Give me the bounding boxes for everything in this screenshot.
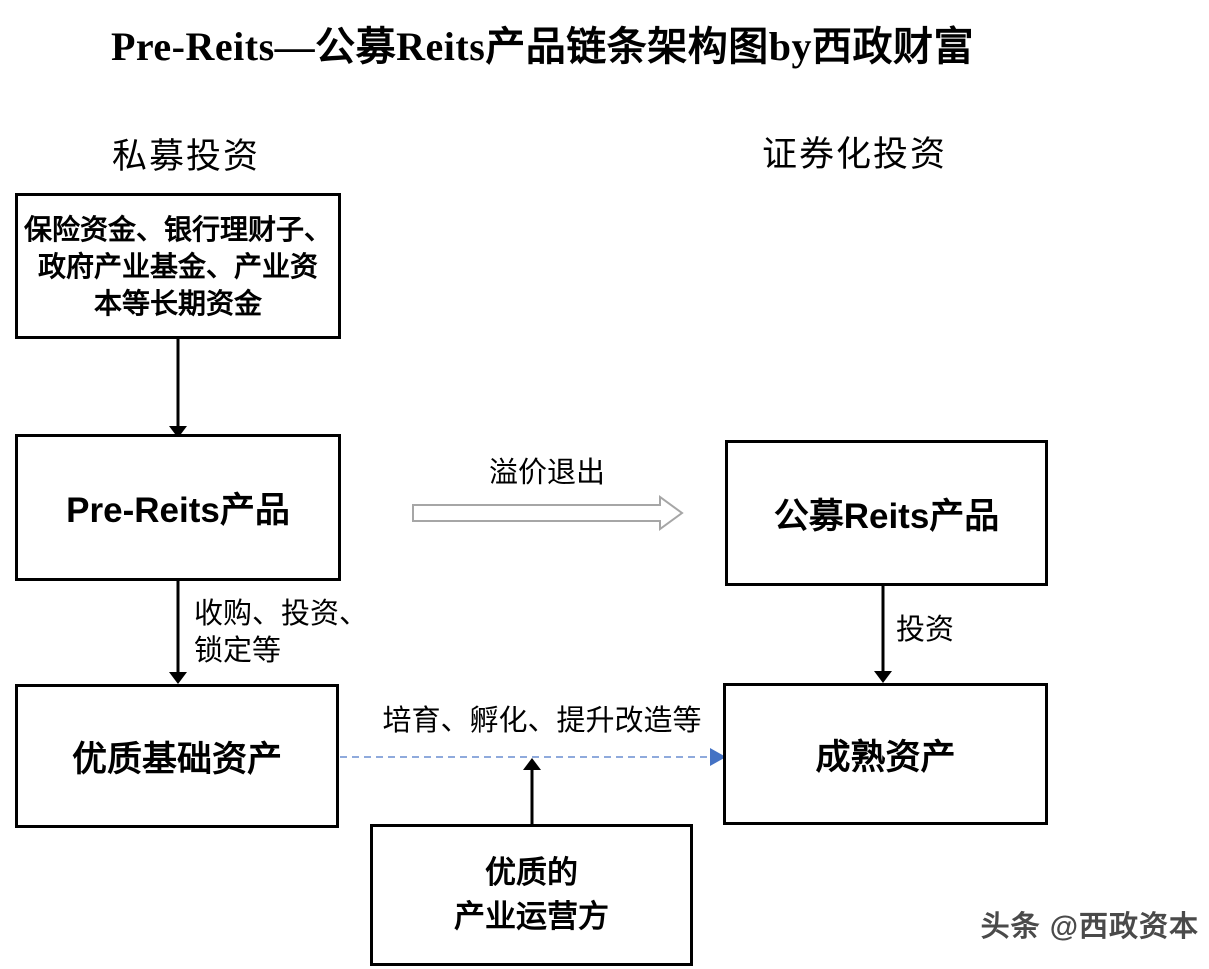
edge-label-cultivate-incubate-upgrade: 培育、孵化、提升改造等 — [382, 705, 702, 737]
arrow-funding-to-prereits — [169, 338, 187, 438]
node-public-reits-product: 公募Reits产品 — [725, 440, 1048, 586]
arrow-operator-up — [523, 758, 541, 824]
edge-label-premium-exit: 溢价退出 — [488, 457, 605, 489]
node-quality-base-assets: 优质基础资产 — [15, 684, 339, 828]
node-funding-sources: 保险资金、银行理财子、 政府产业基金、产业资 本等长期资金 — [15, 193, 341, 339]
arrow-cultivate-dashed — [340, 748, 726, 766]
node-pre-reits-product: Pre-Reits产品 — [15, 434, 341, 581]
column-header-private-investment: 私募投资 — [112, 137, 261, 176]
edge-label-invest: 投资 — [896, 614, 955, 646]
node-quality-operator: 优质的 产业运营方 — [370, 824, 693, 966]
arrow-premium-exit-hollow — [412, 495, 684, 531]
edge-label-acquire-invest-lock: 收购、投资、 锁定等 — [194, 598, 369, 667]
arrow-public-to-mature — [874, 586, 892, 683]
arrow-prereits-to-quality — [169, 581, 187, 684]
watermark-toutiao-xizheng: 头条 @西政资本 — [980, 911, 1199, 943]
node-mature-assets: 成熟资产 — [723, 683, 1048, 825]
column-header-securitized-investment: 证券化投资 — [762, 135, 948, 174]
diagram-title: Pre-Reits—公募Reits产品链条架构图by西政财富 — [110, 24, 975, 69]
